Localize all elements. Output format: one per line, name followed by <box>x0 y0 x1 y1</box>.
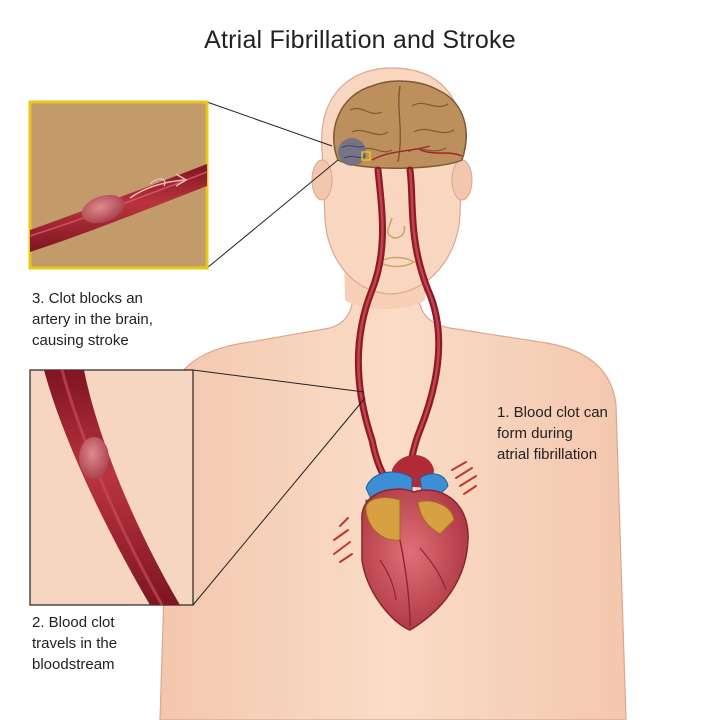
right-ear <box>452 160 472 200</box>
left-ear <box>312 160 332 200</box>
step-1-line-2: form during <box>497 423 608 444</box>
step-3-line-2: artery in the brain, <box>32 309 153 330</box>
brain-inset <box>30 102 207 268</box>
step-3-label: 3. Clot blocks an artery in the brain, c… <box>32 288 153 351</box>
step-2-line-3: bloodstream <box>32 654 117 675</box>
step-2-line-2: travels in the <box>32 633 117 654</box>
step-1-line-1: 1. Blood clot can <box>497 402 608 423</box>
step-2-label: 2. Blood clot travels in the bloodstream <box>32 612 117 675</box>
step-1-label: 1. Blood clot can form during atrial fib… <box>497 402 608 465</box>
diagram-title: Atrial Fibrillation and Stroke <box>0 26 720 55</box>
step-1-line-3: atrial fibrillation <box>497 444 608 465</box>
step-3-line-1: 3. Clot blocks an <box>32 288 153 309</box>
vessel-inset <box>30 370 193 605</box>
step-3-line-3: causing stroke <box>32 330 153 351</box>
vessel-clot <box>79 437 109 479</box>
step-2-line-1: 2. Blood clot <box>32 612 117 633</box>
